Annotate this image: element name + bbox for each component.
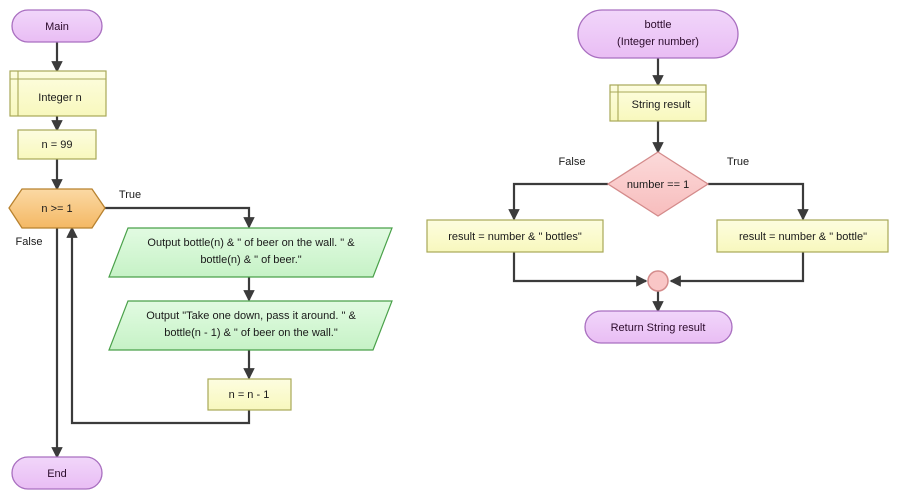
main-edges: True False	[16, 41, 255, 459]
decrement-n-shape	[207, 378, 292, 411]
output-wall-shape	[108, 227, 393, 278]
merge-point-shape	[647, 270, 669, 292]
main-start-label: Main	[45, 21, 69, 33]
output-take-label-line1: Output "Take one down, pass it around. "…	[146, 310, 356, 322]
output-take-shape	[108, 300, 393, 351]
bottle-return-label: Return String result	[611, 322, 706, 334]
edge-result-plural-to-merge	[512, 252, 648, 287]
edge-number-test-true	[708, 182, 809, 221]
number-test-label: number == 1	[627, 179, 689, 191]
node-merge-point[interactable]	[647, 270, 669, 292]
main-start-shape	[11, 9, 103, 43]
node-number-test[interactable]: number == 1	[606, 151, 710, 217]
loop-test-shape	[8, 188, 106, 229]
node-bottle-return[interactable]: Return String result	[584, 310, 733, 344]
output-wall-label-line2: bottle(n) & " of beer."	[200, 254, 301, 266]
node-declare-result[interactable]: String result	[609, 84, 707, 122]
declare-result-label: String result	[632, 99, 691, 111]
edge-label-bottle-true: True	[727, 156, 749, 168]
assign-n-99-shape	[17, 129, 97, 160]
node-output-take[interactable]: Output "Take one down, pass it around. "…	[108, 300, 393, 351]
assign-n-99-label: n = 99	[42, 139, 73, 151]
output-take-label-line2: bottle(n - 1) & " of beer on the wall."	[164, 327, 338, 339]
bottle-edges: False True	[508, 58, 809, 313]
decrement-n-label: n = n - 1	[229, 389, 270, 401]
main-end-shape	[11, 456, 103, 490]
node-assign-n-99[interactable]: n = 99	[17, 129, 97, 160]
edge-decrement-loop-back	[66, 226, 251, 425]
node-main-end[interactable]: End	[11, 456, 103, 490]
result-single-shape	[716, 219, 889, 253]
node-result-single[interactable]: result = number & " bottle"	[716, 219, 889, 253]
result-plural-shape	[426, 219, 604, 253]
node-output-wall[interactable]: Output bottle(n) & " of beer on the wall…	[108, 227, 393, 278]
result-single-label: result = number & " bottle"	[739, 231, 867, 243]
declare-n-label: Integer n	[38, 92, 81, 104]
bottle-start-label-line2: (Integer number)	[617, 36, 699, 48]
edge-result-single-to-merge	[669, 252, 805, 287]
edge-loop-test-true	[105, 206, 255, 229]
loop-test-label: n >= 1	[41, 203, 72, 215]
edge-label-bottle-false: False	[559, 156, 586, 168]
node-loop-test[interactable]: n >= 1	[8, 188, 106, 229]
number-test-shape	[606, 151, 710, 217]
node-bottle-start[interactable]: bottle (Integer number)	[577, 9, 739, 59]
bottle-return-shape	[584, 310, 733, 344]
bottle-start-label-line1: bottle	[645, 19, 672, 31]
node-main-start[interactable]: Main	[11, 9, 103, 43]
node-result-plural[interactable]: result = number & " bottles"	[426, 219, 604, 253]
node-decrement-n[interactable]: n = n - 1	[207, 378, 292, 411]
edge-label-main-false: False	[16, 236, 43, 248]
declare-result-shape	[609, 84, 707, 122]
node-declare-n[interactable]: Integer n	[9, 70, 107, 117]
edge-number-test-false	[508, 182, 608, 221]
result-plural-label: result = number & " bottles"	[448, 231, 582, 243]
bottle-start-shape	[577, 9, 739, 59]
output-wall-label-line1: Output bottle(n) & " of beer on the wall…	[147, 237, 355, 249]
main-end-label: End	[47, 468, 67, 480]
edge-label-main-true: True	[119, 189, 141, 201]
